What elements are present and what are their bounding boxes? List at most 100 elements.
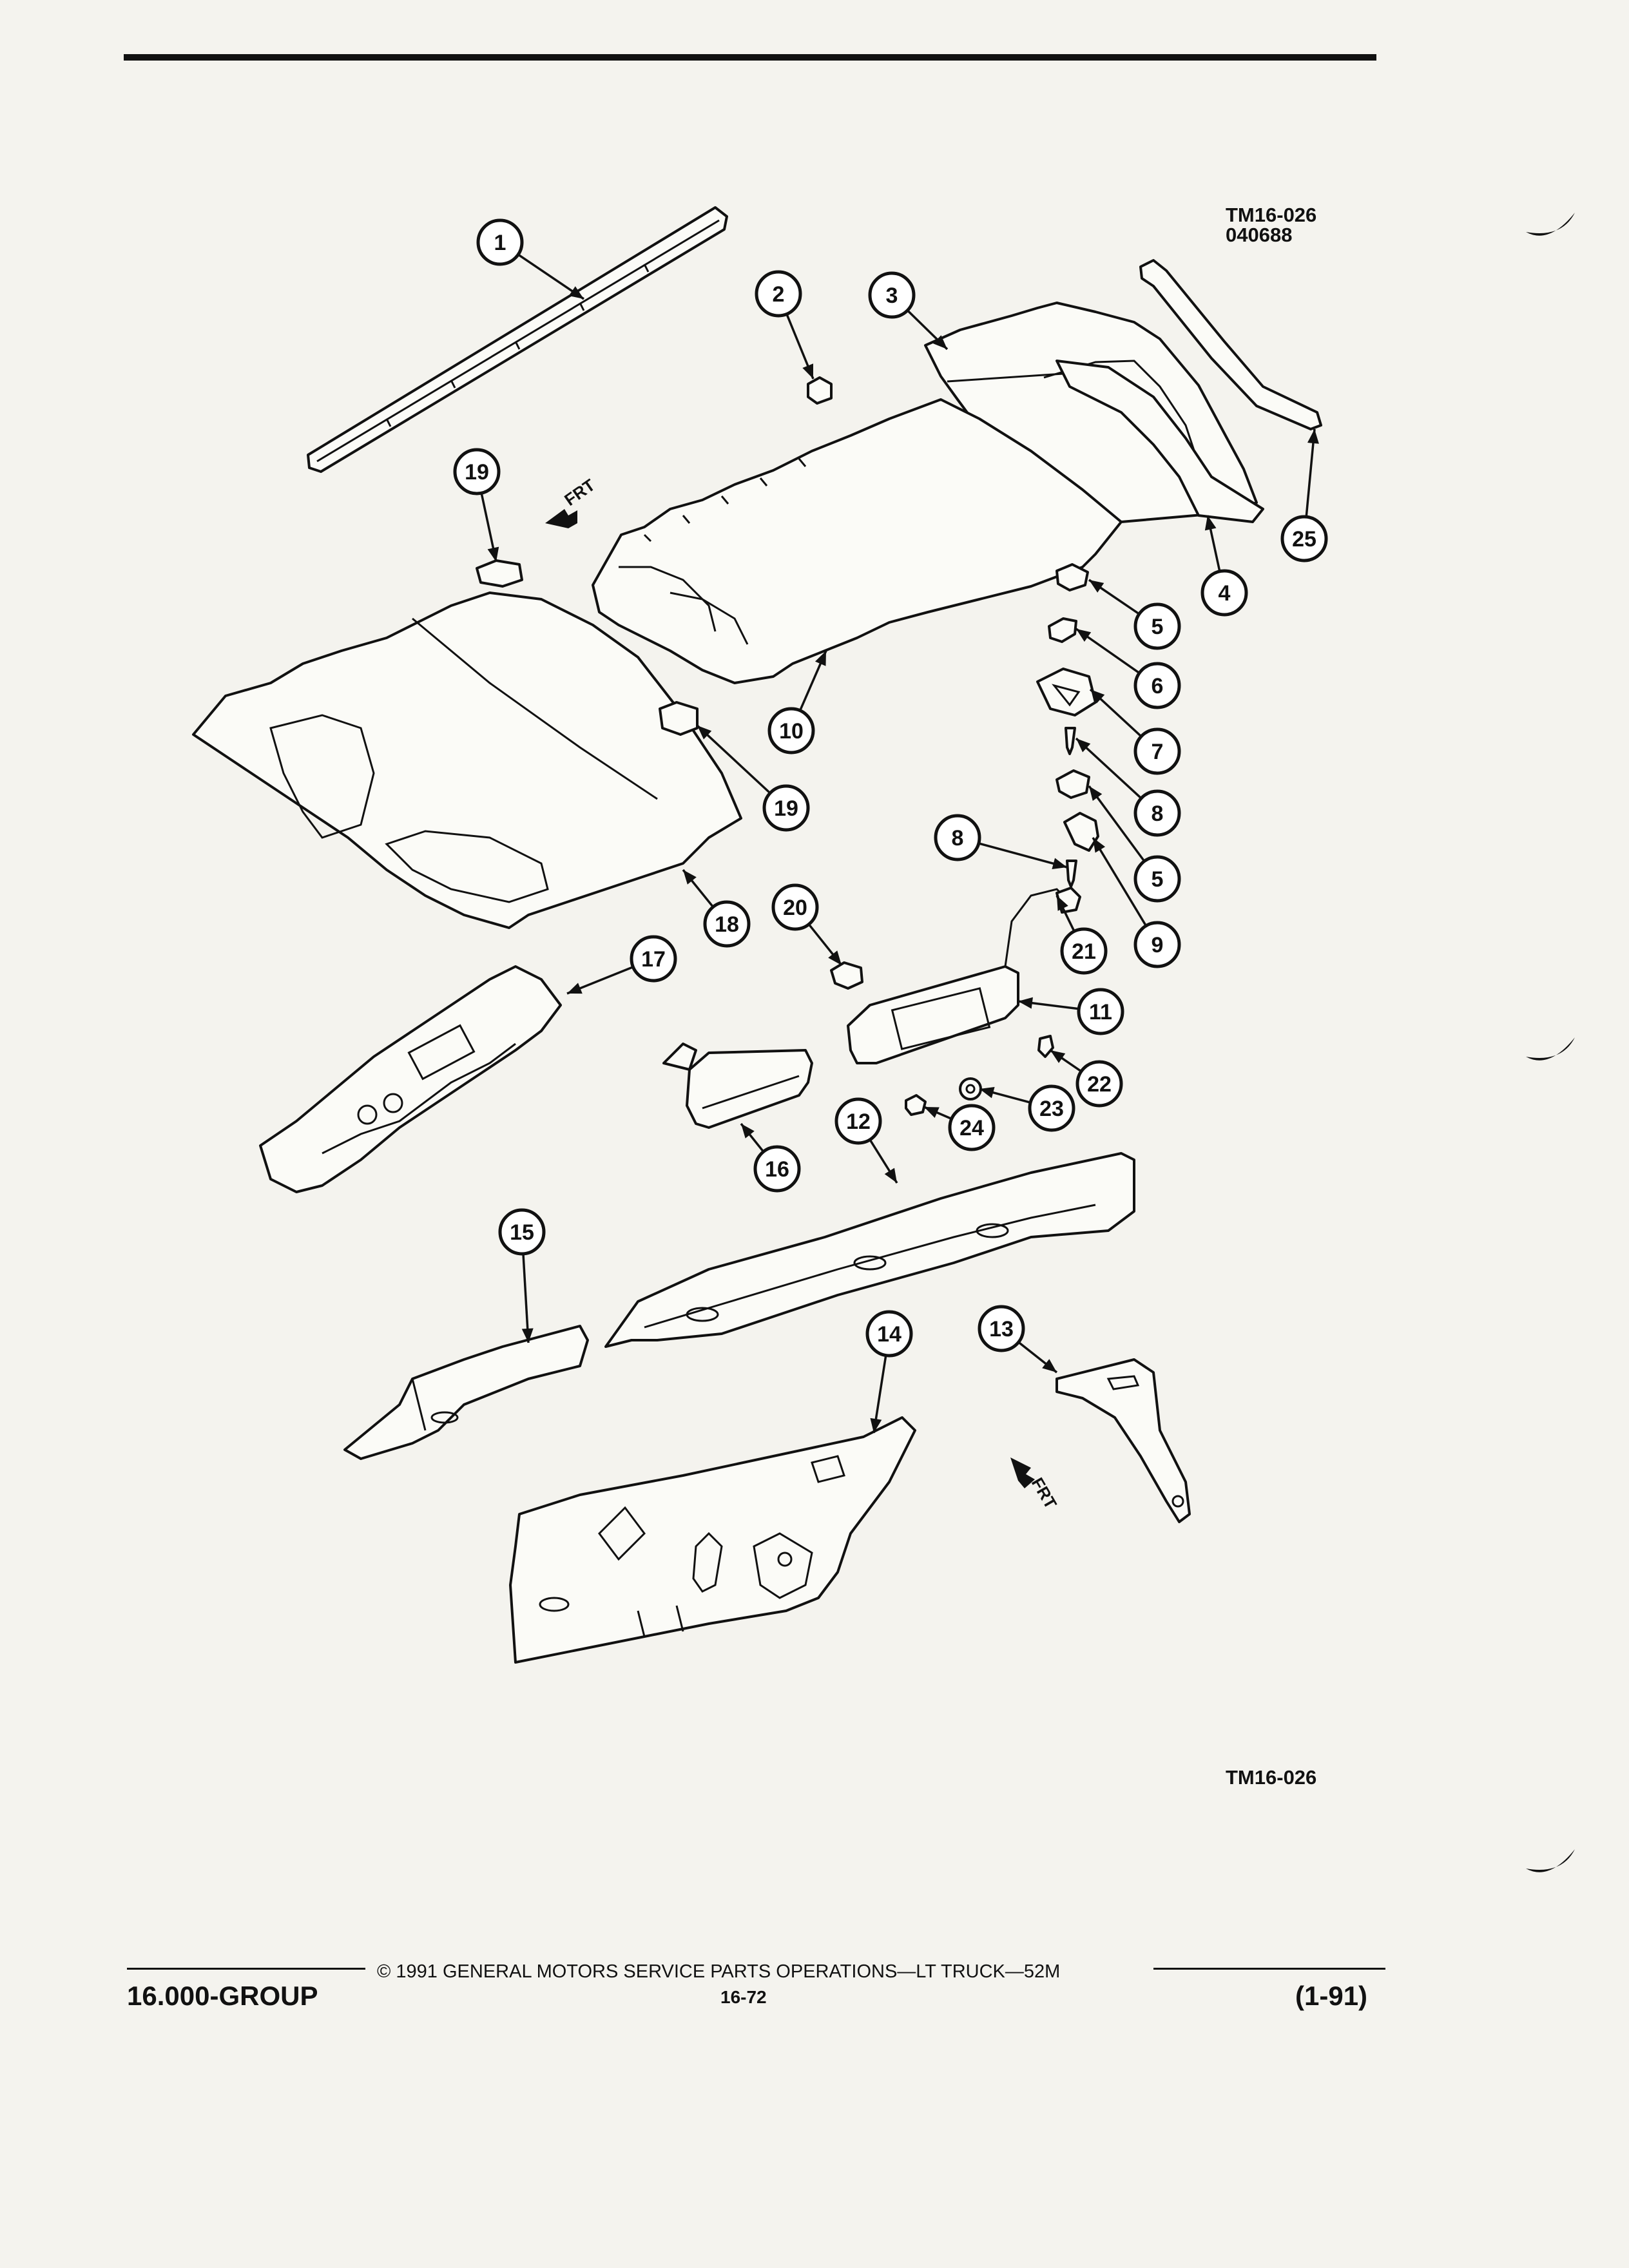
- leader-arrowhead-6: [1076, 629, 1092, 642]
- binder-hole-mark-3: [1526, 1849, 1575, 1872]
- leader-line-25: [1305, 428, 1316, 517]
- part-11-sunshade: [847, 965, 1019, 1064]
- callout-number-8b: 8: [952, 826, 964, 850]
- frt-arrow-lower-icon: [1010, 1457, 1035, 1488]
- figure-id-line1: TM16-026: [1226, 204, 1317, 226]
- callout-circle-5: [1133, 602, 1181, 650]
- callout-6: 6: [1133, 662, 1181, 709]
- callout-circle-8: [1133, 789, 1181, 837]
- leader-line-8: [1075, 737, 1142, 800]
- footer-rule-right: [1153, 1968, 1385, 1970]
- leader-line-19b: [696, 724, 771, 794]
- callout-number-14: 14: [877, 1322, 901, 1347]
- figure-id-line2: 040688: [1226, 224, 1293, 246]
- part-1-roof-rail: [307, 206, 728, 473]
- callout-number-6: 6: [1152, 674, 1164, 698]
- part-10-center-headliner: [592, 398, 1123, 684]
- leader-arrowhead-8: [1076, 738, 1091, 753]
- part-24-plug: [905, 1094, 927, 1116]
- callout-number-12: 12: [846, 1110, 871, 1134]
- leader-arrowhead-21: [1057, 896, 1068, 911]
- callout-number-20: 20: [783, 896, 807, 920]
- leader-arrowhead-18: [683, 870, 697, 885]
- callout-23: 23: [1028, 1084, 1075, 1132]
- leader-line-15: [522, 1253, 530, 1343]
- callout-number-5: 5: [1152, 615, 1164, 639]
- callout-20: 20: [771, 883, 819, 931]
- part-12-header-trim: [604, 1152, 1135, 1348]
- footer-copyright: © 1991 GENERAL MOTORS SERVICE PARTS OPER…: [377, 1961, 1061, 1982]
- leader-arrowhead-19b: [697, 726, 712, 740]
- callout-number-16: 16: [765, 1157, 789, 1182]
- footer-page-number: 16-72: [720, 1987, 767, 2007]
- callout-number-22: 22: [1087, 1072, 1112, 1097]
- frt-arrow-lower: FRT: [1010, 1457, 1061, 1512]
- callout-circle-5b: [1133, 855, 1181, 903]
- part-22-screw: [1037, 1035, 1054, 1058]
- leader-arrowhead-4: [1204, 515, 1217, 531]
- callout-circle-10: [767, 707, 815, 754]
- callout-8b: 8: [934, 814, 981, 861]
- leader-arrowhead-9: [1093, 838, 1106, 853]
- callout-number-5b: 5: [1152, 867, 1164, 892]
- callout-18: 18: [703, 900, 751, 948]
- callout-circle-11: [1077, 988, 1124, 1035]
- leader-arrowhead-16: [741, 1124, 755, 1139]
- leader-lines: [480, 253, 1319, 1434]
- callout-4: 4: [1200, 569, 1248, 617]
- callout-number-23: 23: [1039, 1097, 1064, 1121]
- part-23-grommet: [959, 1077, 982, 1100]
- callout-circle-23: [1028, 1084, 1075, 1132]
- callout-3: 3: [868, 271, 916, 319]
- part-5-clip-upper: [1055, 563, 1089, 591]
- callout-17: 17: [630, 935, 677, 983]
- leader-arrowhead-11: [1018, 997, 1033, 1009]
- leader-arrowhead-5b: [1089, 786, 1103, 802]
- leader-arrowhead-10: [815, 651, 826, 666]
- callout-circle-6: [1133, 662, 1181, 709]
- callout-number-13: 13: [989, 1317, 1014, 1341]
- callout-number-2: 2: [773, 282, 785, 307]
- callout-number-19b: 19: [774, 796, 798, 821]
- callout-circle-21: [1060, 927, 1108, 975]
- callout-25: 25: [1280, 515, 1328, 562]
- leader-arrowhead-15: [521, 1328, 534, 1343]
- leader-arrowhead-8b: [1052, 858, 1067, 869]
- callout-14: 14: [865, 1310, 913, 1358]
- frt-arrow-upper-icon: [545, 509, 577, 528]
- callout-5: 5: [1133, 602, 1181, 650]
- callout-2: 2: [755, 270, 802, 318]
- callout-7: 7: [1133, 727, 1181, 775]
- footer-revision-date: (1-91): [1295, 1981, 1368, 2011]
- callout-circle-19b: [762, 784, 810, 832]
- leader-arrowhead-2: [802, 363, 813, 379]
- callout-24: 24: [948, 1104, 996, 1151]
- footer-rule-left: [127, 1968, 365, 1970]
- leader-arrowhead-17: [567, 983, 583, 994]
- callout-number-21: 21: [1072, 939, 1096, 964]
- leader-line-5b: [1088, 785, 1146, 862]
- callout-circle-14: [865, 1310, 913, 1358]
- callout-circle-18: [703, 900, 751, 948]
- leader-arrowhead-3: [932, 335, 947, 349]
- part-18-front-headliner: [192, 591, 742, 929]
- leader-arrowhead-7: [1090, 689, 1105, 704]
- part-17-overhead-console: [259, 965, 562, 1193]
- callout-5b: 5: [1133, 855, 1181, 903]
- leader-arrowhead-19: [487, 546, 499, 562]
- callout-number-8: 8: [1152, 802, 1164, 826]
- part-8-screw-upper: [1065, 727, 1076, 755]
- callout-circle-16: [753, 1145, 801, 1193]
- callout-circle-8b: [934, 814, 981, 861]
- part-5-clip-lower: [1055, 769, 1090, 799]
- part-8-screw-lower: [1066, 860, 1077, 888]
- leader-line-8b: [978, 842, 1068, 869]
- top-rule: [124, 54, 1376, 61]
- part-19-clip-upper: [476, 559, 523, 588]
- callout-10: 10: [767, 707, 815, 754]
- part-25-side-rail: [1139, 259, 1322, 430]
- part-20-clip: [830, 961, 863, 990]
- callout-number-4: 4: [1219, 581, 1231, 606]
